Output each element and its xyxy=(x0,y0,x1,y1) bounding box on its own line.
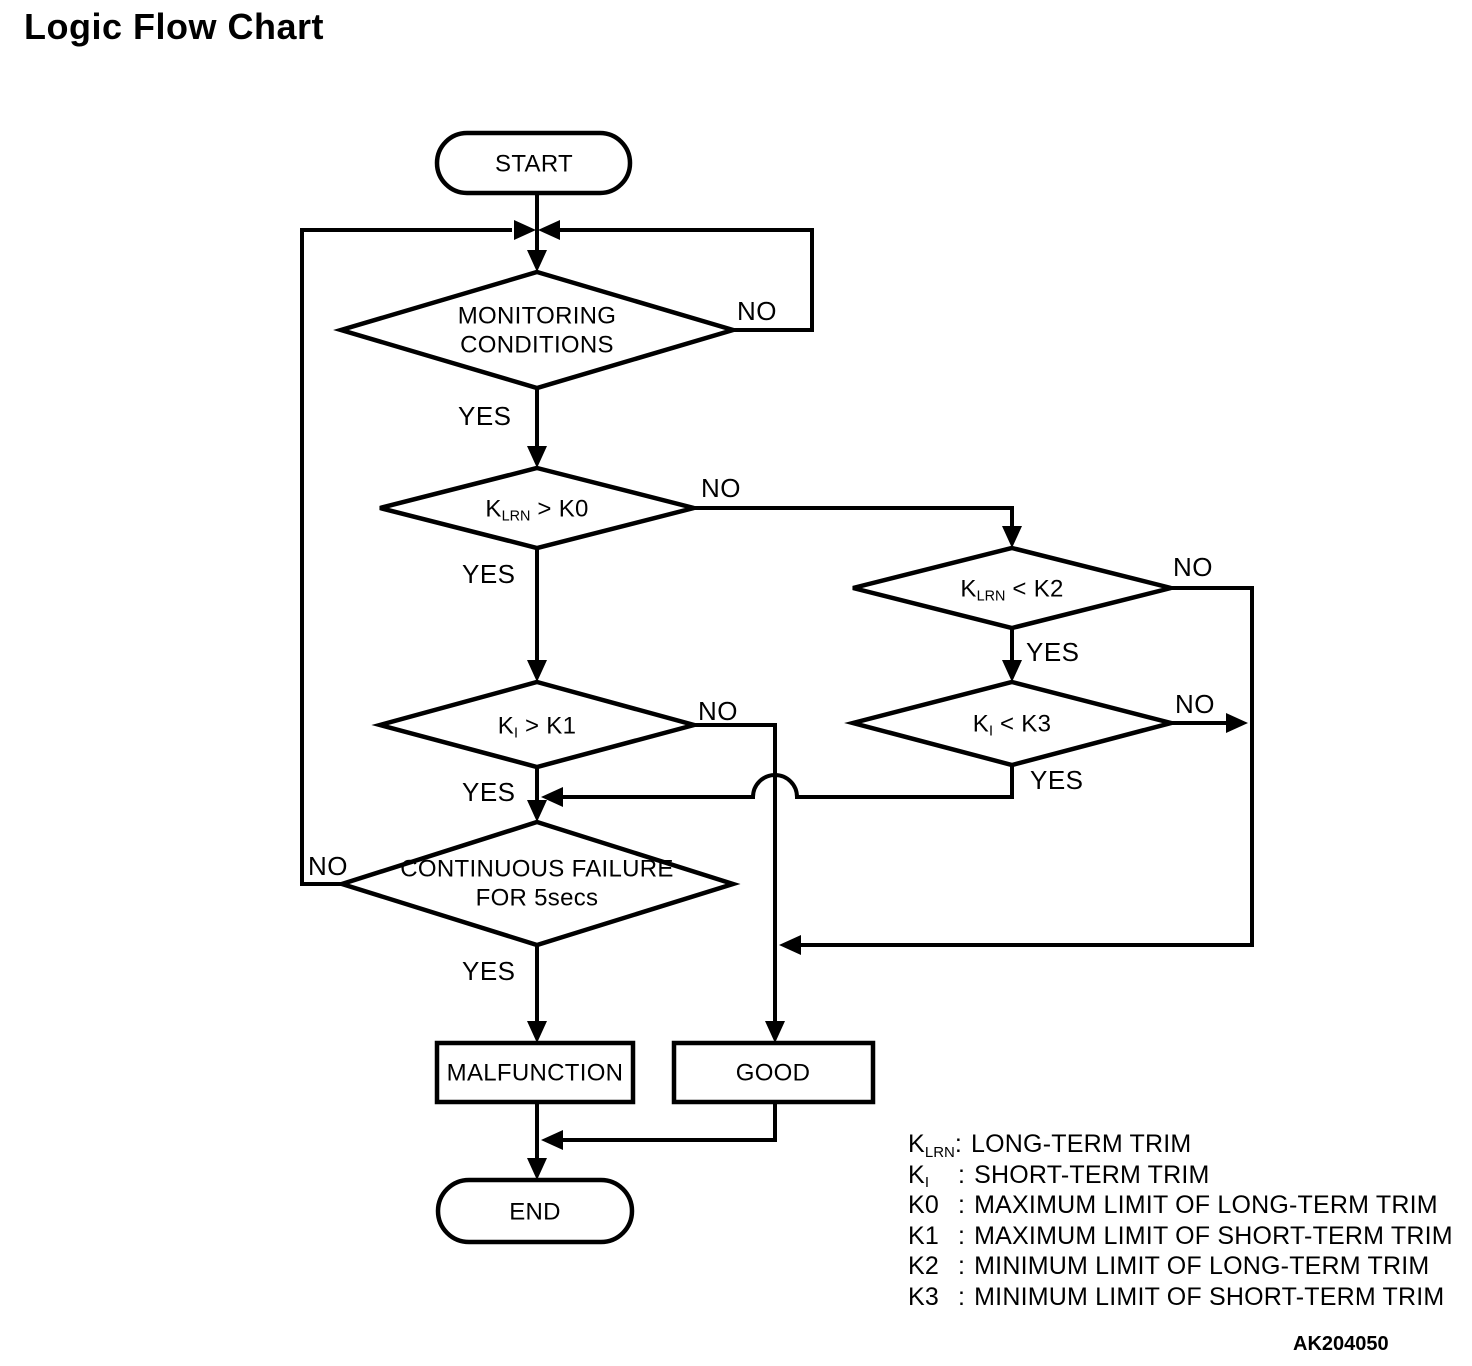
continuous-failure-line2: FOR 5secs xyxy=(475,885,599,912)
continuous-failure-label: CONTINUOUS FAILURE FOR 5secs xyxy=(400,855,673,914)
legend-desc: MINIMUM LIMIT OF LONG-TERM TRIM xyxy=(974,1252,1430,1281)
good-process-shape xyxy=(671,1040,876,1105)
node-shapes xyxy=(333,130,1180,1245)
arrowhead-junction-from-right xyxy=(538,220,560,240)
page-title: Logic Flow Chart xyxy=(24,6,324,47)
arrowhead-good-merge xyxy=(541,1130,563,1150)
figure-code: AK204050 xyxy=(1293,1333,1389,1355)
klrn-k2-no-label: NO xyxy=(1173,552,1213,582)
klrn-gt-k0-label: KLRN > K0 xyxy=(485,495,589,525)
klrn-k0-yes-label: YES xyxy=(462,559,516,589)
arrowhead-into-continuous xyxy=(527,800,547,822)
legend-item-k1: K1 : MAXIMUM LIMIT OF SHORT-TERM TRIM xyxy=(908,1221,1453,1254)
line-continuous-no-loop xyxy=(300,228,512,886)
arrowhead-ki-k3-no-merge xyxy=(1226,713,1248,733)
line-klrn-k0-no xyxy=(694,506,1014,538)
legend-item-k2: K2 : MINIMUM LIMIT OF LONG-TERM TRIM xyxy=(908,1253,1453,1284)
arrowheads xyxy=(514,220,1248,1180)
arrowhead-right-no-merge xyxy=(779,935,801,955)
ki-lt-k3-decision-shape xyxy=(844,679,1180,768)
line-ki-k1-no-to-good xyxy=(694,723,777,1033)
legend-term: K2 xyxy=(908,1252,939,1281)
klrn-gt-k0-decision-shape xyxy=(379,465,695,551)
klrn-lt-k2-decision-shape xyxy=(852,545,1172,631)
continuous-failure-decision-shape xyxy=(334,819,741,948)
arrowhead-into-monitoring xyxy=(527,250,547,272)
monitoring-line1: MONITORING xyxy=(457,302,617,330)
arrowhead-yes-merge xyxy=(541,787,563,807)
line-good-to-merge xyxy=(563,1102,777,1142)
malfunction-process-shape xyxy=(434,1040,636,1105)
line-monitoring-no-loop xyxy=(560,228,814,332)
legend-term: K1 xyxy=(908,1221,939,1250)
legend-item-k3: K3 : MINIMUM LIMIT OF SHORT-TERM TRIM xyxy=(908,1282,1453,1315)
monitoring-conditions-label: MONITORING CONDITIONS xyxy=(458,302,617,361)
legend-desc: MAXIMUM LIMIT OF LONG-TERM TRIM xyxy=(974,1191,1438,1220)
start-label: START xyxy=(495,150,573,178)
ki-k1-no-label: NO xyxy=(698,696,738,726)
ki-gt-k1-decision-shape xyxy=(371,679,703,770)
end-terminator-shape xyxy=(435,1177,635,1245)
continuous-failure-line1: CONTINUOUS FAILURE xyxy=(400,855,674,883)
arrowhead-into-end xyxy=(527,1158,547,1180)
end-label: END xyxy=(509,1198,561,1226)
arrowhead-into-ki-k3 xyxy=(1002,660,1022,682)
arrowhead-into-klrn-k0 xyxy=(527,446,547,468)
legend-desc: SHORT-TERM TRIM xyxy=(974,1160,1210,1189)
arrowhead-into-ki-k1 xyxy=(527,660,547,682)
monitoring-decision-shape xyxy=(333,269,741,391)
line-ki-k3-yes-with-bridge xyxy=(563,765,1014,799)
arrowhead-into-good xyxy=(765,1021,785,1043)
monitoring-line2: CONDITIONS xyxy=(460,332,614,359)
klrn-lt-k2-label: KLRN < K2 xyxy=(960,575,1064,605)
ki-gt-k1-label: KI > K1 xyxy=(497,712,577,742)
legend-item-k0: K0 : MAXIMUM LIMIT OF LONG-TERM TRIM xyxy=(908,1191,1453,1223)
ki-k3-no-label: NO xyxy=(1175,689,1215,719)
legend-term: KI xyxy=(908,1160,930,1192)
legend-item-klrn: KLRN: LONG-TERM TRIM xyxy=(908,1130,1453,1162)
legend-term: K3 xyxy=(908,1282,939,1311)
line-klrn-k2-no xyxy=(801,586,1254,947)
arrowhead-into-malfunction xyxy=(527,1021,547,1043)
continuous-no-label: NO xyxy=(308,851,348,881)
legend-term: KLRN: xyxy=(908,1130,963,1161)
malfunction-label: MALFUNCTION xyxy=(446,1059,624,1087)
ki-k1-yes-label: YES xyxy=(462,777,516,807)
klrn-k2-yes-label: YES xyxy=(1026,637,1080,667)
klrn-k0-no-label: NO xyxy=(701,473,741,503)
legend-term: K0 xyxy=(908,1191,939,1220)
arrowhead-junction-from-left xyxy=(514,220,536,240)
monitoring-yes-label: YES xyxy=(458,401,512,431)
continuous-yes-label: YES xyxy=(462,956,516,986)
good-label: GOOD xyxy=(735,1059,811,1087)
ki-k3-yes-label: YES xyxy=(1030,765,1084,795)
legend-desc: LONG-TERM TRIM xyxy=(971,1130,1192,1158)
connector-lines xyxy=(300,193,1254,1170)
legend-desc: MAXIMUM LIMIT OF SHORT-TERM TRIM xyxy=(974,1221,1453,1250)
legend: KLRN: LONG-TERM TRIM KI : SHORT-TERM TRI… xyxy=(908,1130,1453,1315)
legend-item-ki: KI : SHORT-TERM TRIM xyxy=(908,1160,1210,1192)
legend-desc: MINIMUM LIMIT OF SHORT-TERM TRIM xyxy=(974,1282,1445,1311)
arrowhead-into-klrn-k2 xyxy=(1002,526,1022,548)
start-terminator-shape xyxy=(434,130,633,196)
monitoring-no-label: NO xyxy=(737,296,777,326)
ki-lt-k3-label: KI < K3 xyxy=(972,710,1052,740)
